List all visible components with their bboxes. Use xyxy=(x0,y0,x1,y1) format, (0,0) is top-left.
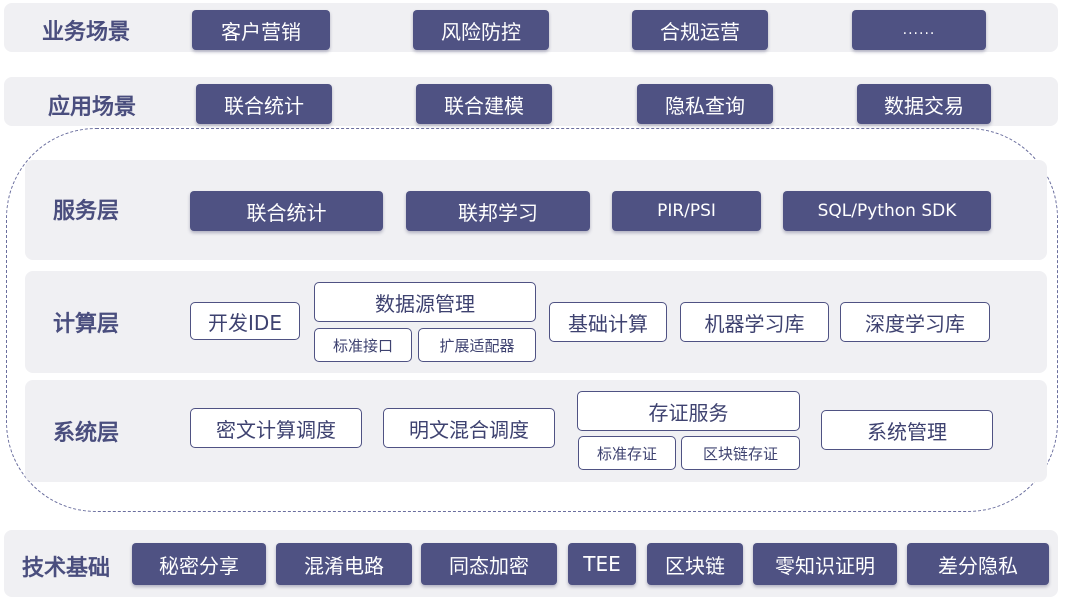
system-evidence-blockchain: 区块链存证 xyxy=(681,436,800,470)
business-item-compliance: 合规运营 xyxy=(632,10,768,50)
compute-item-basic: 基础计算 xyxy=(549,302,667,342)
tech-item-blockchain: 区块链 xyxy=(647,543,743,585)
tech-item-tee: TEE xyxy=(568,543,636,585)
system-evidence-title: 存证服务 xyxy=(577,391,800,431)
application-label: 应用场景 xyxy=(48,95,137,120)
service-item-sdk: SQL/Python SDK xyxy=(783,191,991,231)
business-item-risk-control: 风险防控 xyxy=(413,10,549,50)
system-evidence-standard: 标准存证 xyxy=(578,436,676,470)
compute-item-dl: 深度学习库 xyxy=(840,302,990,342)
service-item-joint-stats: 联合统计 xyxy=(190,191,383,231)
tech-item-differential-privacy: 差分隐私 xyxy=(907,543,1049,585)
application-item-private-query: 隐私查询 xyxy=(637,84,773,124)
service-item-pir-psi: PIR/PSI xyxy=(612,191,761,231)
compute-datasource-adapter: 扩展适配器 xyxy=(418,328,536,362)
compute-label: 计算层 xyxy=(53,312,120,337)
business-item-more: ...... xyxy=(852,10,986,50)
business-label: 业务场景 xyxy=(42,20,131,45)
application-item-joint-stats: 联合统计 xyxy=(196,84,332,124)
system-item-plain-scheduling: 明文混合调度 xyxy=(383,408,555,448)
tech-item-garbled-circuit: 混淆电路 xyxy=(276,543,412,585)
system-item-management: 系统管理 xyxy=(821,410,993,450)
application-item-data-trading: 数据交易 xyxy=(857,84,991,124)
tech-item-homomorphic: 同态加密 xyxy=(421,543,557,585)
tech-item-secret-sharing: 秘密分享 xyxy=(132,543,266,585)
compute-datasource-title: 数据源管理 xyxy=(314,282,536,322)
business-item-customer-marketing: 客户营销 xyxy=(192,10,330,50)
service-item-federated-learning: 联邦学习 xyxy=(406,191,590,231)
platform-boundary xyxy=(6,128,1058,512)
compute-item-ide: 开发IDE xyxy=(190,302,300,340)
compute-datasource-standard-interface: 标准接口 xyxy=(314,328,412,362)
tech-label: 技术基础 xyxy=(22,556,111,581)
tech-item-zkp: 零知识证明 xyxy=(753,543,897,585)
system-item-cipher-scheduling: 密文计算调度 xyxy=(190,408,362,448)
service-label: 服务层 xyxy=(53,199,120,224)
system-label: 系统层 xyxy=(53,421,120,446)
compute-item-ml: 机器学习库 xyxy=(680,302,829,342)
application-item-joint-modeling: 联合建模 xyxy=(416,84,552,124)
